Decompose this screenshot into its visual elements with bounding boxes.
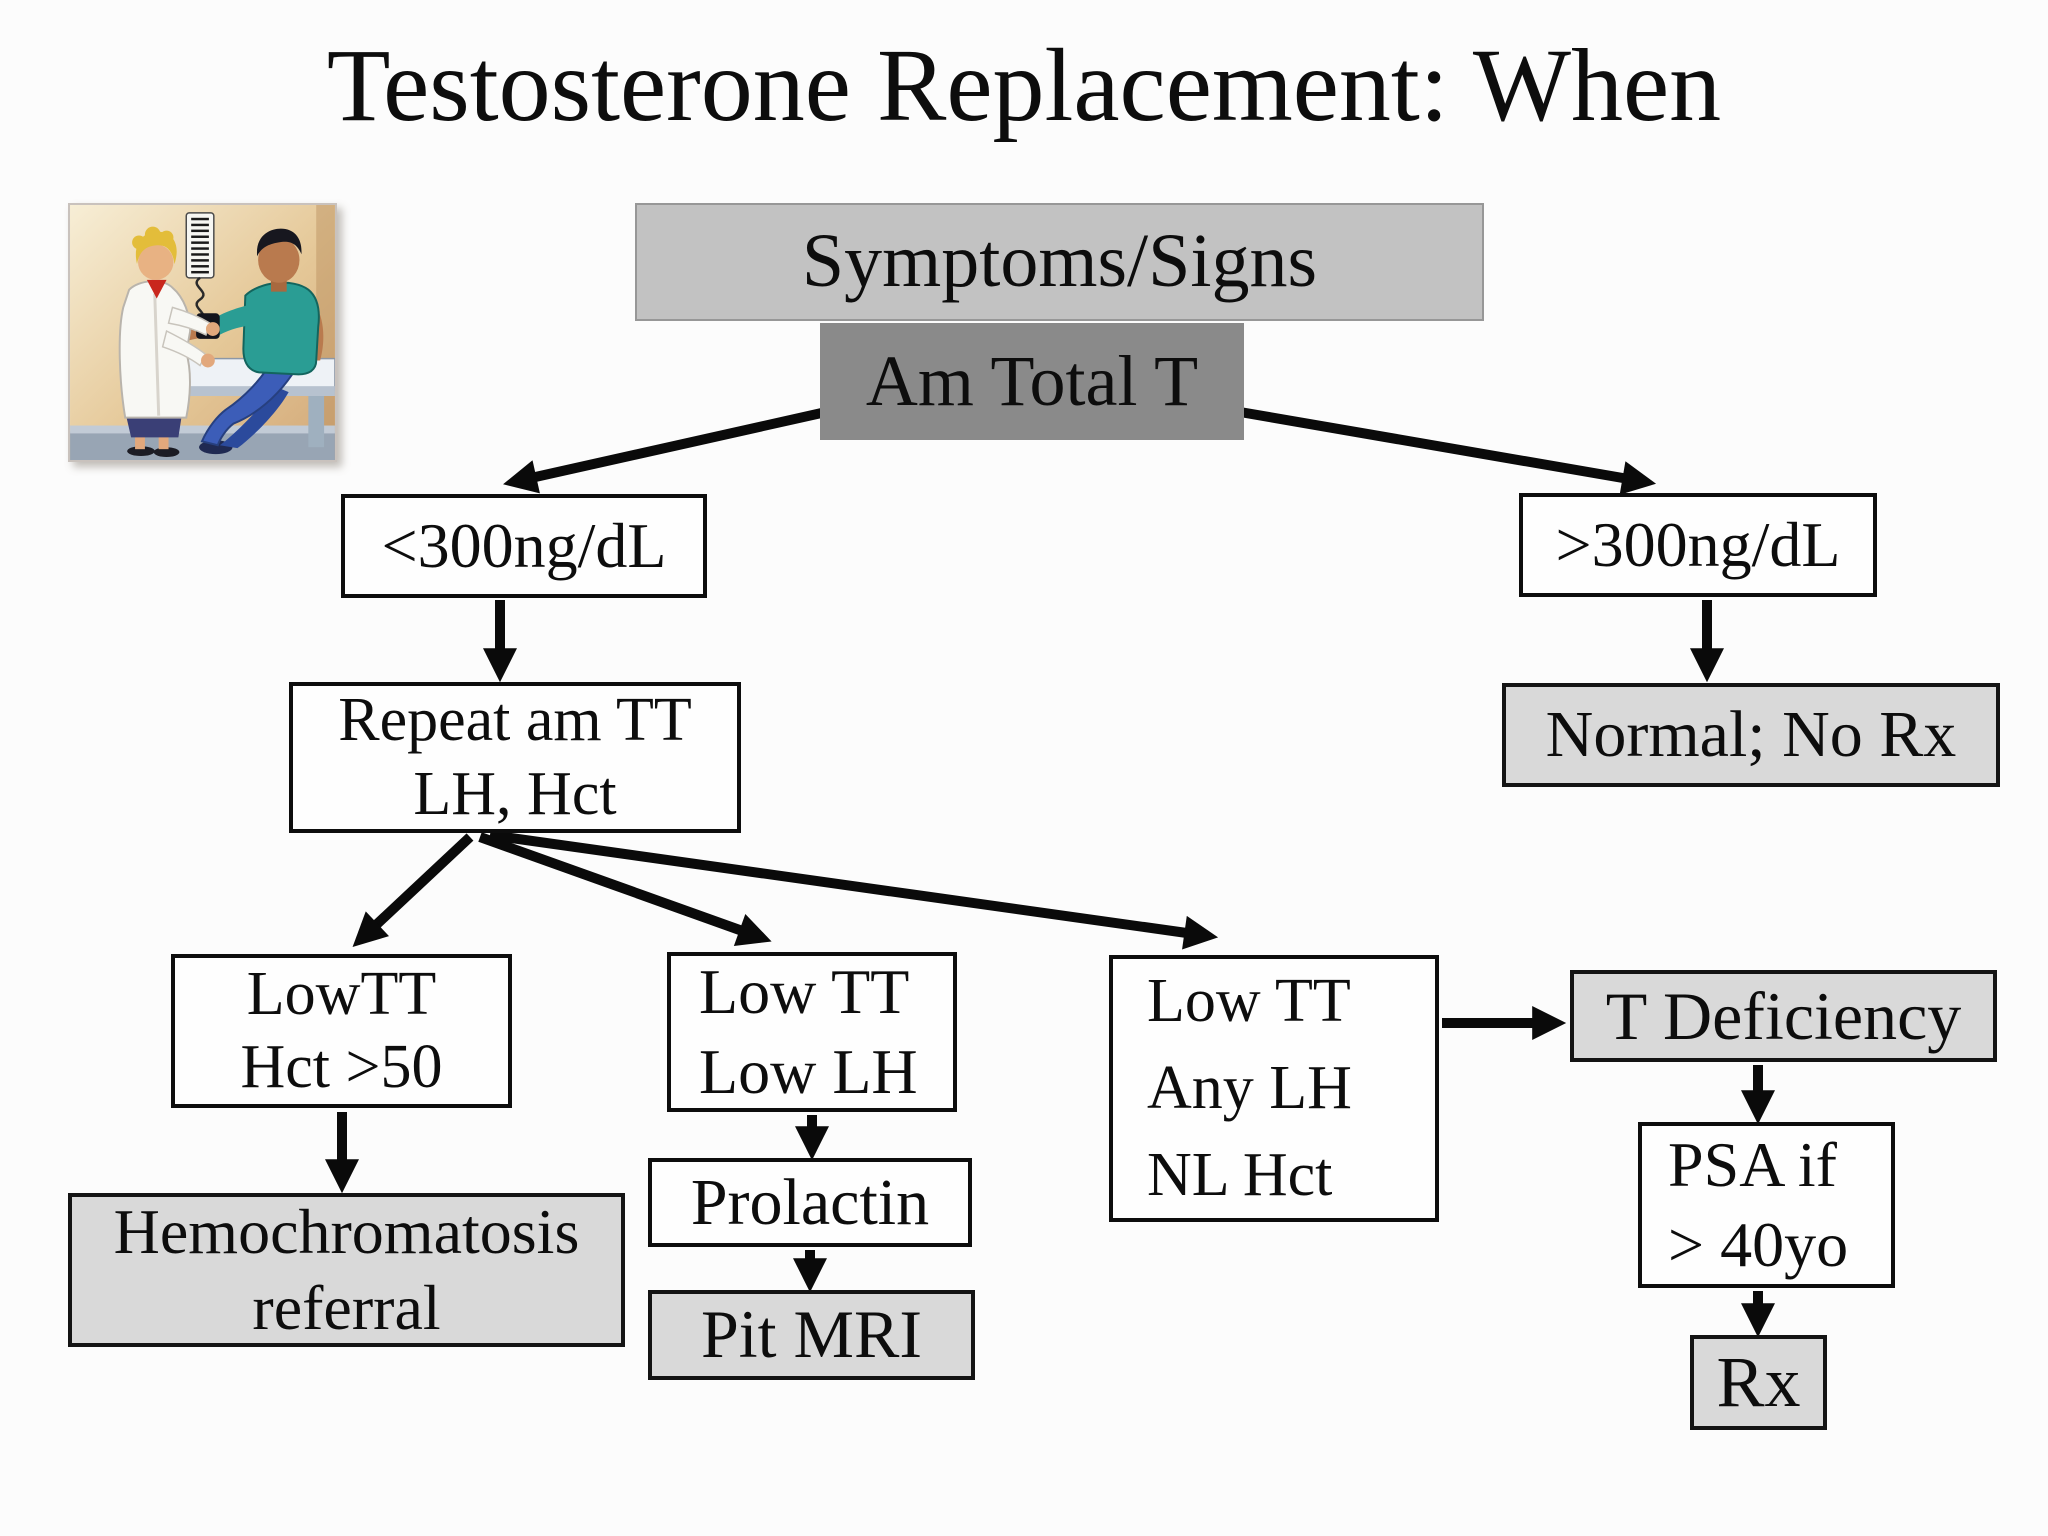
arrow-repeat-to-low-tt-any-lh (489, 830, 1219, 950)
floor-edge (70, 425, 335, 434)
node-psa-line2: > 40yo (1668, 1209, 1849, 1280)
node-low-tt-hct-line1: LowTT (246, 959, 437, 1028)
node-normal-no-rx-label: Normal; No Rx (1545, 698, 1957, 772)
nurse-shoe-right (153, 447, 180, 458)
node-t-deficiency: T Deficiency (1570, 970, 1997, 1062)
nurse-arm-lower (161, 329, 207, 367)
exam-table-edge (150, 386, 335, 397)
nurse-hand-lower (201, 353, 215, 368)
patient-head (258, 237, 300, 283)
node-psa-line1: PSA if (1668, 1129, 1837, 1200)
patient-shirt (242, 281, 320, 376)
node-over-300-label: >300ng/dL (1555, 508, 1841, 580)
node-prolactin: Prolactin (648, 1158, 972, 1247)
node-low-tt-hct-over-50: LowTT Hct >50 (171, 954, 512, 1108)
nurse-hand-upper (205, 322, 220, 336)
nurse-leg-right (158, 431, 169, 450)
nurse-coat-seam (153, 293, 161, 416)
blood-pressure-exam-illustration (68, 203, 337, 462)
arrow-repeat-to-low-tt-low-lh (478, 832, 772, 946)
node-prolactin-label: Prolactin (690, 1165, 930, 1239)
node-psa-if-over-40: PSA if > 40yo (1638, 1122, 1895, 1288)
node-hemochromatosis-referral: Hemochromatosis referral (68, 1193, 625, 1347)
bp-gauge (185, 212, 215, 279)
arrow-am-total-t-to-gt300 (1239, 407, 1657, 495)
nurse-leg-left (135, 429, 145, 450)
blood-pressure-exam-drawing (70, 205, 335, 460)
node-low-tt-any-lh-nl-hct: Low TT Any LH NL Hct (1109, 955, 1439, 1222)
node-hemochromatosis-line2: referral (252, 1272, 441, 1343)
node-rx-label: Rx (1716, 1342, 1801, 1423)
node-low-tt-low-lh: Low TT Low LH (667, 952, 957, 1112)
node-symptoms-signs-label: Symptoms/Signs (801, 219, 1318, 304)
nurse-shoe-left (127, 446, 155, 457)
nurse-head (138, 244, 174, 280)
node-repeat-am-tt-line2: LH, Hct (413, 759, 617, 828)
node-over-300: >300ng/dL (1519, 493, 1877, 597)
node-rx: Rx (1690, 1335, 1827, 1430)
node-under-300-label: <300ng/dL (381, 509, 667, 581)
patient-hair (256, 228, 302, 257)
node-am-total-t-label: Am Total T (865, 341, 1199, 422)
patient-front-leg (200, 357, 301, 447)
nurse-arm-upper (167, 306, 211, 337)
node-repeat-am-tt: Repeat am TT LH, Hct (289, 682, 741, 833)
patient-sleeve (209, 305, 252, 337)
node-t-deficiency-label: T Deficiency (1605, 978, 1962, 1054)
arrow-am-total-t-to-lt300 (503, 407, 828, 494)
nurse-hair-curl-2 (144, 226, 161, 243)
node-low-tt-hct-line2: Hct >50 (240, 1033, 443, 1101)
node-low-tt-any-lh-line1: Low TT (1147, 967, 1351, 1036)
node-under-300: <300ng/dL (341, 494, 707, 598)
node-low-tt-low-lh-line1: Low TT (699, 956, 910, 1027)
patient-back-leg (219, 387, 289, 449)
exam-table-leg (308, 396, 325, 448)
node-hemochromatosis-line1: Hemochromatosis (113, 1196, 580, 1268)
node-symptoms-signs: Symptoms/Signs (635, 203, 1484, 321)
bp-gauge-ticks (191, 217, 209, 274)
arrow-repeat-to-low-tt-hct (352, 833, 474, 947)
node-repeat-am-tt-line1: Repeat am TT (338, 686, 692, 755)
node-normal-no-rx: Normal; No Rx (1502, 683, 2000, 787)
node-low-tt-low-lh-line2: Low LH (699, 1036, 918, 1107)
slide-title: Testosterone Replacement: When (326, 28, 1722, 143)
nurse-hair-curl-1 (132, 235, 146, 250)
node-low-tt-any-lh-line3: NL Hct (1147, 1140, 1333, 1209)
nurse-scarf (146, 279, 167, 299)
nurse-hair-curl-3 (159, 230, 174, 245)
node-pit-mri-label: Pit MRI (700, 1296, 923, 1373)
node-low-tt-any-lh-line2: Any LH (1147, 1054, 1352, 1123)
node-am-total-t: Am Total T (820, 323, 1244, 440)
node-pit-mri: Pit MRI (648, 1290, 975, 1380)
